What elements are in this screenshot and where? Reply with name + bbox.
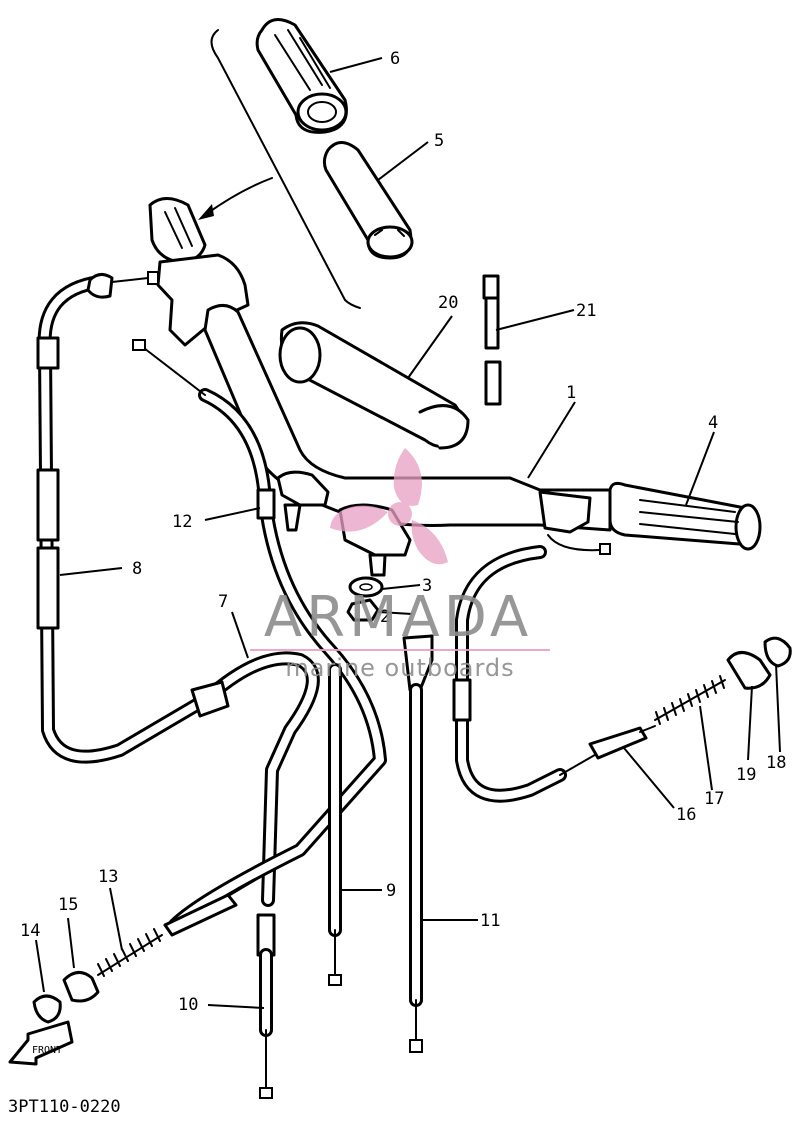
callout-17: 17 <box>704 789 724 809</box>
callout-4: 4 <box>708 413 718 433</box>
callout-15: 15 <box>58 895 78 915</box>
part-8-cable <box>36 271 212 764</box>
callout-5: 5 <box>434 131 444 151</box>
watermark-subtitle: marine outboards <box>285 654 514 682</box>
front-arrow-icon: FRONT <box>8 1020 74 1066</box>
armada-watermark: ARMADA marine outboards <box>250 448 550 682</box>
part-15-cap <box>62 971 100 1003</box>
part-17-spring <box>654 675 726 725</box>
part-4-grip <box>608 481 762 551</box>
callout-21: 21 <box>576 301 596 321</box>
front-label: FRONT <box>32 1045 62 1056</box>
callout-14: 14 <box>20 921 40 941</box>
part-2-nut <box>346 598 380 622</box>
callout-16: 16 <box>676 805 696 825</box>
part-11-cable <box>402 634 434 1053</box>
part-3-washer <box>348 576 384 598</box>
part-14-cap <box>32 994 62 1024</box>
part-7-cable <box>190 651 320 907</box>
part-20-grip-cover <box>278 321 470 450</box>
callout-10: 10 <box>178 995 198 1015</box>
callout-12: 12 <box>172 512 192 532</box>
callout-3: 3 <box>422 576 432 596</box>
callout-8: 8 <box>132 559 142 579</box>
part-19-cap <box>726 651 772 690</box>
part-21-clip <box>482 274 502 406</box>
callout-1: 1 <box>566 383 576 403</box>
part-5-sleeve <box>322 141 414 260</box>
leader-lines <box>35 57 781 1009</box>
callout-6: 6 <box>390 49 400 69</box>
callout-13: 13 <box>98 867 118 887</box>
reference-curve <box>198 29 361 309</box>
throttle-housing <box>148 197 250 347</box>
callout-2: 2 <box>380 607 390 627</box>
diagram-code: 3PT110-0220 <box>8 1097 121 1117</box>
part-6-grip <box>255 18 348 134</box>
part-18-cap <box>763 636 792 668</box>
callout-numbers: 6 5 20 21 1 4 12 8 7 3 2 16 17 19 18 9 1… <box>20 49 786 1015</box>
callout-19: 19 <box>736 765 756 785</box>
switch-assembly <box>538 490 611 555</box>
part-9-cable <box>328 663 342 986</box>
callout-7: 7 <box>218 592 228 612</box>
callout-11: 11 <box>480 911 500 931</box>
part-10-cable <box>256 913 276 1099</box>
watermark-title: ARMADA <box>264 585 532 650</box>
propeller-logo-icon <box>330 448 448 565</box>
callout-20: 20 <box>438 293 458 313</box>
part-13-spring <box>97 875 263 977</box>
callout-18: 18 <box>766 753 786 773</box>
part-16-cable <box>452 545 656 803</box>
callout-9: 9 <box>386 881 396 901</box>
